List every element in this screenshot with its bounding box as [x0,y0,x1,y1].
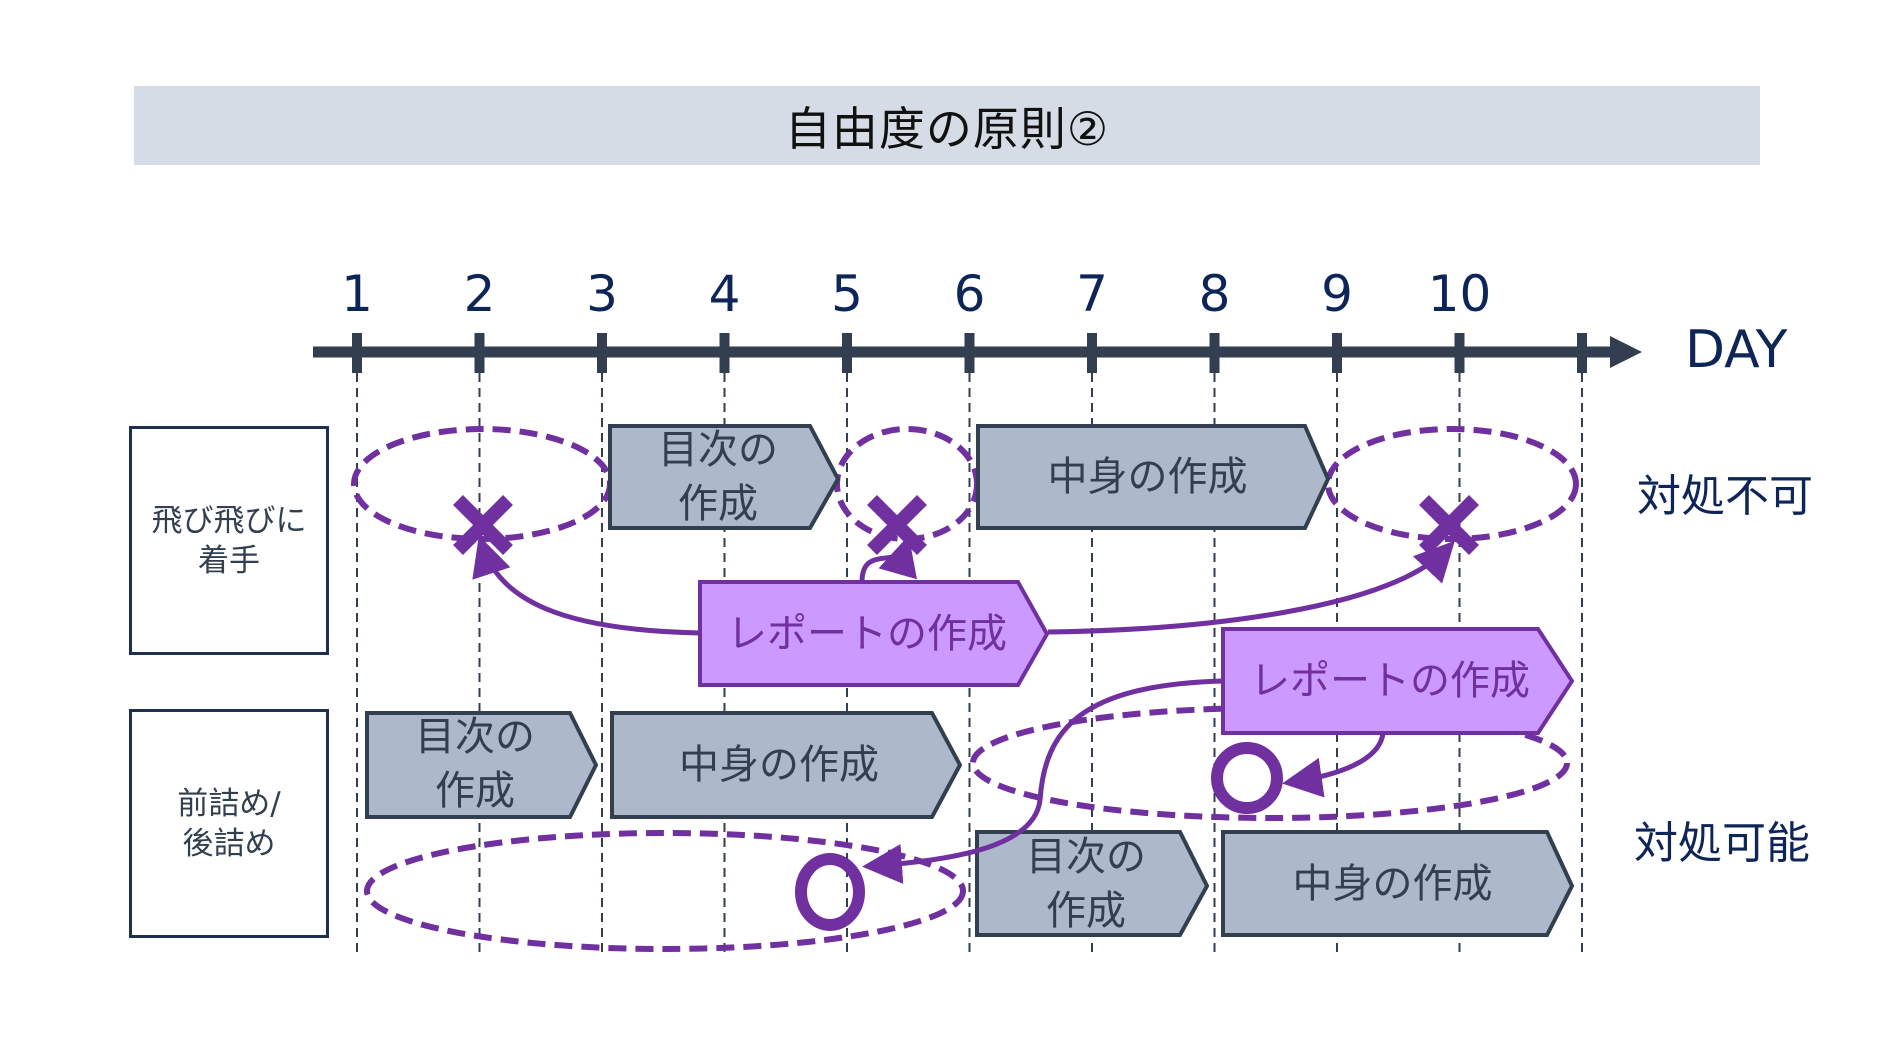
task-label: 中身の作成 [679,742,879,788]
axis-tick [1087,333,1097,373]
outcome-not-manageable: 対処不可 [1637,471,1813,522]
cross-mark-icon [1419,495,1479,555]
axis-unit-label: DAY [1685,320,1788,380]
task-label: 目次の 作成 [658,427,778,527]
task-report-interrupt [698,580,1050,687]
task-label: 中身の作成 [1047,454,1248,500]
task-report-interrupt [1221,627,1575,735]
arrow-to-day10 [1047,540,1455,635]
task-content [976,424,1331,530]
title-bar: 自由度の原則② [134,86,1760,165]
task-content [610,711,963,819]
row-label-text: 飛び飛びに 着手 [151,502,307,579]
arrow-to-earlier-slot [862,678,1224,884]
axis-arrow-icon [1610,336,1642,368]
page-title: 自由度の原則② [784,101,1110,156]
task-label: 中身の作成 [1292,860,1493,907]
cross-mark-icon [867,495,927,555]
day-label: 10 [1427,265,1492,323]
outcome-manageable: 対処可能 [1634,818,1810,869]
axis-tick [1577,333,1587,373]
task-toc [365,711,599,819]
axis-ticks [352,333,1587,373]
circle-mark-icon [795,853,865,931]
axis-tick [1209,333,1220,373]
row-label-scattered: 飛び飛びに 着手 [129,426,329,655]
row-label-packed: 前詰め/ 後詰め [129,709,329,938]
axis-tick [842,333,852,373]
axis-tick [352,333,362,373]
axis-tick [474,333,485,373]
task-toc-shifted [975,830,1210,937]
day-label: 9 [1321,265,1353,323]
task-label: 目次の 作成 [1026,834,1146,934]
day-label: 8 [1198,265,1231,323]
arrow-to-day5 [859,535,918,583]
day-label: 5 [831,265,863,323]
axis-tick [719,333,730,373]
arrow-to-day2 [472,535,701,636]
day-label: 6 [953,265,986,323]
task-toc [608,424,841,530]
day-label: 2 [463,265,496,323]
task-label: レポートの作成 [1250,658,1530,704]
free-slot-ellipse [364,830,966,952]
day-label: 1 [341,265,373,323]
axis-tick [1454,333,1465,373]
axis-tick [964,333,975,373]
axis-tick [597,333,607,373]
cross-mark-icon [453,495,513,555]
day-label: 3 [586,265,618,323]
free-slot-ellipse [1325,426,1579,542]
task-content-shifted [1221,830,1575,937]
axis-tick [1332,333,1342,373]
circle-mark-icon [1211,742,1283,814]
row-label-text: 前詰め/ 後詰め [177,785,281,862]
day-label: 4 [708,265,741,323]
task-label: 目次の 作成 [415,714,535,814]
day-label: 7 [1076,265,1108,323]
task-label: レポートの作成 [727,610,1007,657]
arrow-to-later-slot [1282,732,1386,798]
